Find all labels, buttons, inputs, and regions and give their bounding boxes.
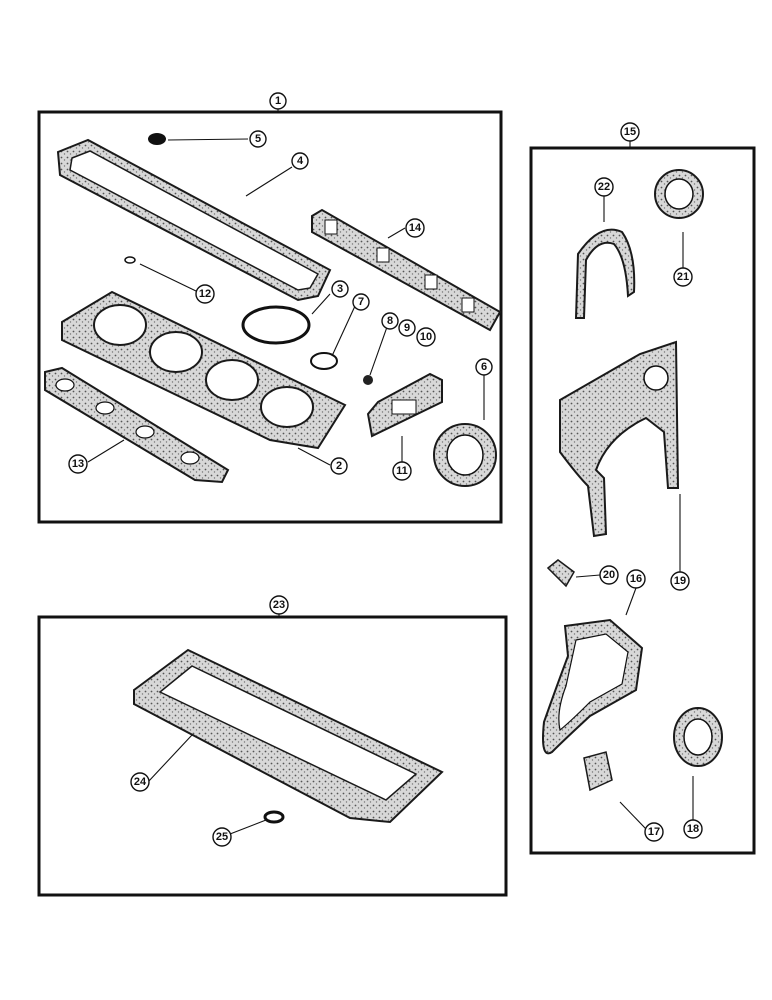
- callout-10: 10: [416, 327, 436, 347]
- oil-pan-gasket: [133, 648, 444, 824]
- svg-text:12: 12: [199, 288, 211, 300]
- svg-text:3: 3: [337, 283, 343, 295]
- kit-frame-1: [37, 110, 503, 524]
- plug-part: [148, 133, 166, 145]
- callout-5: 5: [249, 130, 267, 148]
- callout-22: 22: [594, 177, 614, 197]
- callout-6: 6: [475, 358, 493, 376]
- flange-gasket-6: [433, 423, 497, 487]
- cylinder-head-gasket: [61, 290, 347, 450]
- callout-11: 11: [392, 461, 412, 481]
- callout-24: 24: [130, 772, 150, 792]
- svg-text:14: 14: [409, 222, 422, 234]
- kit-frame-23: [37, 615, 508, 897]
- svg-text:8: 8: [387, 315, 393, 327]
- leader-lines: [87, 109, 694, 835]
- svg-text:23: 23: [273, 599, 285, 611]
- callout-16: 16: [626, 569, 646, 589]
- svg-text:1: 1: [275, 95, 281, 107]
- rocker-cover-gasket: [56, 138, 332, 302]
- callout-7: 7: [352, 293, 370, 311]
- callout-20: 20: [599, 565, 619, 585]
- callout-15: 15: [620, 122, 640, 142]
- callout-8: 8: [381, 312, 399, 330]
- callout-13: 13: [68, 454, 88, 474]
- svg-text:10: 10: [420, 331, 432, 343]
- svg-text:24: 24: [134, 776, 147, 788]
- callout-4: 4: [291, 152, 309, 170]
- callout-12: 12: [195, 284, 215, 304]
- intake-manifold-gasket: [311, 208, 502, 332]
- svg-text:13: 13: [72, 458, 84, 470]
- timing-cover-gasket: [559, 340, 680, 538]
- o-ring-large: [241, 305, 311, 345]
- svg-text:20: 20: [603, 569, 615, 581]
- svg-text:4: 4: [297, 155, 304, 167]
- small-seal: [363, 375, 373, 385]
- flange-gasket-18: [673, 707, 723, 767]
- callout-9: 9: [398, 319, 416, 337]
- svg-text:5: 5: [255, 133, 261, 145]
- flange-gasket-21: [654, 169, 704, 219]
- water-pump-gasket-opening: [558, 633, 629, 732]
- svg-text:22: 22: [598, 181, 610, 193]
- svg-text:9: 9: [404, 322, 410, 334]
- callout-14: 14: [405, 218, 425, 238]
- callout-18: 18: [683, 819, 703, 839]
- svg-text:15: 15: [624, 126, 636, 138]
- svg-text:2: 2: [336, 460, 342, 472]
- svg-text:17: 17: [648, 826, 660, 838]
- small-plate-gasket: [546, 559, 575, 588]
- svg-text:11: 11: [396, 465, 408, 477]
- svg-text:21: 21: [677, 271, 689, 283]
- callout-3: 3: [331, 280, 349, 298]
- kit-frame-15: [529, 146, 756, 855]
- callout-2: 2: [330, 457, 348, 475]
- svg-text:18: 18: [687, 823, 699, 835]
- svg-text:19: 19: [674, 575, 686, 587]
- drain-plug-washer: [263, 810, 285, 824]
- svg-text:6: 6: [481, 361, 487, 373]
- rear-main-seal-gasket: [574, 228, 636, 319]
- callout-19: 19: [670, 571, 690, 591]
- washer-7: [310, 352, 338, 370]
- svg-text:7: 7: [358, 296, 364, 308]
- thermostat-housing-gasket: [366, 372, 443, 438]
- svg-text:25: 25: [216, 831, 228, 843]
- plate-gasket-17: [583, 751, 613, 792]
- svg-text:16: 16: [630, 573, 642, 585]
- callout-21: 21: [673, 267, 693, 287]
- small-washer: [124, 256, 136, 264]
- callout-1: 1: [269, 92, 287, 110]
- timing-cover-hole: [643, 365, 669, 391]
- callout-25: 25: [212, 827, 232, 847]
- exhaust-manifold-gasket: [44, 366, 230, 484]
- callout-23: 23: [269, 595, 289, 615]
- callout-17: 17: [644, 822, 664, 842]
